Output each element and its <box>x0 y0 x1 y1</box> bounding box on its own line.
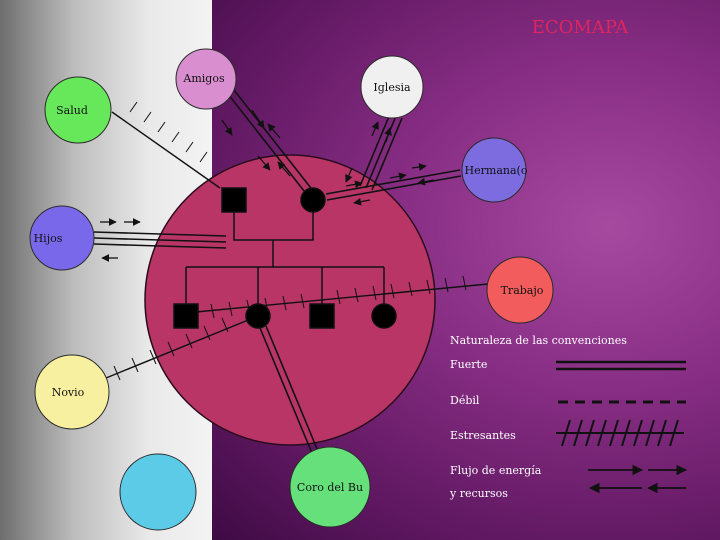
child-female-symbol <box>371 303 397 329</box>
legend-fuerte-line <box>556 360 686 371</box>
node-coro: Coro del Bu <box>289 446 371 528</box>
node-unlabeled-blue <box>119 453 197 531</box>
genogram <box>173 187 397 329</box>
connection-hermana-strong <box>325 169 462 201</box>
legend-debil-label: Débil <box>450 394 480 407</box>
ecomap-title: ECOMAPA <box>532 17 630 38</box>
male-symbol <box>221 187 247 213</box>
node-label: Amigos <box>182 72 225 85</box>
node-hijos: Hijos <box>29 205 95 271</box>
node-label: Novio <box>52 386 85 399</box>
legend-flujo-arrows <box>588 464 688 494</box>
child-male-symbol <box>309 303 335 329</box>
node-label: Trabajo <box>501 284 544 297</box>
node-iglesia: Iglesia <box>360 55 424 119</box>
node-trabajo: Trabajo <box>486 256 554 324</box>
connection-salud-stressful <box>111 101 221 189</box>
legend-estresantes-line <box>556 419 684 447</box>
node-amigos: Amigos <box>175 48 237 110</box>
node-salud: Salud <box>44 76 112 144</box>
node-label: Iglesia <box>373 81 411 94</box>
node-label: Salud <box>56 104 88 117</box>
node-label: Hijos <box>34 232 63 245</box>
connection-coro-strong <box>259 325 321 459</box>
connection-amigos-strong <box>227 89 315 197</box>
child-male-symbol <box>173 303 199 329</box>
flow-arrows <box>100 109 435 262</box>
node-label: Coro del Bu <box>297 481 363 494</box>
family-circle <box>144 154 436 446</box>
node-hermana: Hermana(o <box>461 137 528 203</box>
legend-heading: Naturaleza de las convenciones <box>450 334 627 347</box>
legend: Naturaleza de las convenciones Fuerte Dé… <box>449 334 688 500</box>
legend-flujo-label-2: y recursos <box>449 487 508 500</box>
connections <box>93 89 489 459</box>
legend-flujo-label-1: Flujo de energía <box>450 464 542 477</box>
connection-novio-stressful <box>105 315 259 381</box>
node-novio: Novio <box>34 354 110 430</box>
legend-fuerte-label: Fuerte <box>450 358 487 371</box>
female-symbol <box>300 187 326 213</box>
connection-hijos-strong <box>93 231 227 249</box>
child-female-symbol <box>245 303 271 329</box>
legend-estresantes-label: Estresantes <box>450 429 516 442</box>
node-label: Hermana(o <box>465 164 528 177</box>
